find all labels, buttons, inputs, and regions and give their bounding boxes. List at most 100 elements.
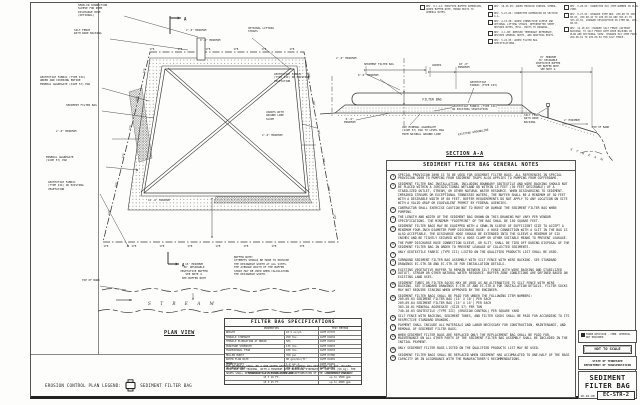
label-buffer-note: BUFFER NOTE: ATTEMPTS SHOULD BE MADE TO …: [234, 255, 290, 276]
note-text: WHEN SEDIMENT FILTER BAGS ARE REPLACED O…: [397, 332, 568, 345]
drawing-title-line1: SEDIMENT: [589, 374, 626, 382]
leader-lines: [99, 15, 318, 291]
note-number-badge: 12: [390, 315, 397, 322]
revision-entry: REV. 2-28-01: CORRECTED PAY ITEM NUMBER …: [564, 5, 638, 11]
fence-label: SFB: [206, 47, 211, 51]
fence-label: SFB: [135, 96, 140, 102]
sheet-margin-line: [98, 3, 99, 354]
spec-table-row: WEIGHT 10.5 oz/yd. ASTM D3776: [225, 331, 361, 336]
label-buffer-dim: 15' MINIMUM 30' DESIRABLE VEGETATIVE BUF…: [180, 262, 208, 280]
label-sec-geotextile-veg-right: GEOTEXTILE FABRIC (TYPE III) OR EXISTING…: [452, 104, 498, 112]
fence-label: SFB: [327, 186, 332, 192]
spec-dims-header-right: MAXIMUM FLOW RATE: [327, 371, 353, 375]
note-text: SEDIMENT TUBES OR FILTER SOCKS MAY BE US…: [397, 280, 568, 293]
spec-dims-row: 15 X 15 FT. up to 2000 gpm: [225, 380, 361, 385]
spec-value: 10.5 oz/yd.: [285, 331, 319, 335]
label-sec-geotextile-fabric: GEOTEXTILE FABRIC (TYPE III): [470, 80, 498, 88]
general-notes-title: SEDIMENT FILTER BAG GENERAL NOTES: [387, 161, 575, 171]
agency-box: STATE OF TENNESSEE DEPARTMENT OF TRANSPO…: [578, 356, 637, 370]
general-note-item: 1 SPECIAL PROVISION 209B IS TO BE USED F…: [390, 172, 571, 182]
note-number-badge: 2: [390, 182, 397, 189]
leader-dot: [127, 245, 129, 247]
note-text: THE LENGTH AND WIDTH OF THE SEDIMENT BAG…: [397, 215, 551, 223]
revision-entry: REV. 8-1-12: MODIFIED BUFFER DIMENSION, …: [420, 5, 484, 14]
ground-left: [319, 112, 336, 115]
note-number-badge: 7: [390, 251, 397, 258]
label-geotextile-pad: GEOTEXTILE FABRIC (TYPE III) UNDER AND C…: [40, 75, 91, 86]
note-number-badge: 8: [390, 259, 397, 266]
spec-test-method: ASTM D4491: [320, 358, 336, 362]
title-block-bottom-row: 10-26-00 EC-STR-2: [578, 390, 637, 401]
revision-entry: REV. 9-27-01: CHANGED ITEM NOS. 209-08 T…: [564, 13, 638, 25]
revision-text: REV. 5-27-04: CORRECTED DIMENSION IN SEC…: [494, 11, 558, 18]
drawing-title-line2: FILTER BAG: [584, 382, 631, 391]
fence-label: SFB: [300, 244, 305, 248]
label-sec-dim-10ft: 10'-0" MINIMUM: [458, 62, 470, 70]
general-note-item: 4 THE LENGTH AND WIDTH OF THE SEDIMENT B…: [390, 215, 571, 224]
spec-dims-rows: 15 X 10 FT. up to 1500 gpm 15 X 15 FT. u…: [225, 376, 361, 385]
note-text: SEDIMENT FILTER BAGS MAY BE EQUIPPED WIT…: [397, 224, 568, 240]
bag-dimension: 15 X 15 FT.: [225, 380, 319, 385]
spec-dims-header: STANDARD BAG MINIMUM DIMENSIONS MAXIMUM …: [225, 371, 361, 377]
fence-label: SFB: [114, 182, 119, 188]
revision-checkbox-icon: [488, 12, 493, 17]
revision-text: REV. 12-18-02: CHANGED SILT FENCE (WITHO…: [570, 27, 637, 39]
legend-prefix: EROSION CONTROL PLAN LEGEND:: [45, 382, 122, 388]
general-note-item: 7 ONLY GEOTEXTILE FABRIC (TYPE III) LIST…: [390, 250, 571, 258]
slope-ticks: [337, 115, 596, 136]
filter-bag-spec-table: FILTER BAG SPECIFICATIONS PROPERTIES TES…: [224, 318, 362, 386]
general-note-item: 5 SEDIMENT FILTER BAGS MAY BE EQUIPPED W…: [390, 225, 571, 240]
note-text: SPECIAL PROVISION 209B IS TO BE USED FOR…: [397, 172, 562, 181]
revision-entry: REV. 4-1-08: REMOVED TEMPORARY REFERENCE…: [488, 31, 560, 37]
revision-text: REV. 4-1-08: REMOVED TEMPORARY REFERENCE…: [494, 30, 555, 37]
label-sec-dim-2ft: 2'-0" MINIMUM: [336, 57, 357, 60]
note-number-badge: 10: [390, 281, 397, 288]
max-flow-rate: up to 1500 gpm: [329, 376, 351, 380]
revision-checkbox-icon: [564, 27, 569, 32]
spec-table-row: TENSILE STRENGTH 250 lbs. ASTM D4632: [225, 335, 361, 341]
general-note-item: 8 SURROUND SEDIMENT FILTER BAG ASSEMBLY …: [390, 259, 571, 267]
fence-label: SFB: [160, 244, 165, 248]
note-number-badge: 6: [390, 242, 397, 249]
fence-label: SFB: [150, 47, 155, 51]
spec-value: 1.2 sec-1: [285, 362, 319, 367]
label-sec-varies: VARIES: [432, 64, 442, 67]
note-text: ONLY GEOTEXTILE FABRIC (TYPE III) LISTED…: [397, 250, 559, 255]
section-cut-bottom: [167, 252, 179, 264]
general-note-item: 16 SEDIMENT FILTER BAGS SHALL BE REPLACE…: [390, 354, 571, 362]
stream-label: S T R E A M: [148, 301, 218, 306]
general-note-item: 2 SEDIMENT FILTER BAG INSTALLATION, INCL…: [390, 182, 571, 206]
spec-test-method: ASTM D4833: [320, 344, 336, 348]
spec-property: PERMITTIVITY: [225, 362, 285, 367]
label-dim-2ft-top: 2'-0" MINIMUM: [186, 29, 207, 32]
stream-curve: [579, 151, 603, 155]
spec-table-row: UV RESISTANCE 70% @ 500 hrs. ASTM D4355: [225, 367, 361, 372]
spec-dims-row: 15 X 10 FT. up to 1500 gpm: [225, 376, 361, 381]
revision-entry: REV. 12-18-02: CHANGED SILT FENCE (WITHO…: [564, 27, 638, 39]
note-number-badge: 5: [390, 225, 397, 232]
note-text: SEDIMENT FILTER BAGS SHALL BE PAID FOR U…: [397, 293, 533, 313]
fence-label: SFB: [307, 72, 312, 78]
fence-label: SFB: [216, 244, 221, 248]
bank-curve: [596, 132, 614, 162]
spec-property: TRAPEZOIDAL TEAR: [225, 349, 285, 353]
revision-text: REV. 9-27-01: CHANGED ITEM NOS. 209-08 T…: [570, 13, 638, 25]
spec-dims-header-left: STANDARD BAG MINIMUM DIMENSIONS: [225, 371, 319, 376]
fence-label: SFB: [132, 244, 137, 248]
label-dim-2ft-left: 2'-0" MINIMUM: [56, 130, 77, 133]
geotextile-hatch-bottom: [213, 196, 313, 204]
agency-state: STATE OF TENNESSEE: [592, 358, 623, 363]
general-note-item: 14 WHEN SEDIMENT FILTER BAGS ARE REPLACE…: [390, 332, 571, 345]
plan-view-title: PLAN VIEW: [164, 330, 195, 336]
fence-label: SFB: [317, 129, 322, 135]
label-sec-buffer-dim: 15' MINIMUM 30' DESIRABLE VEGETATIVE BUF…: [535, 56, 561, 71]
revision-entry: REV. 10-26-09: ADDED EROSION CONTROL SYM…: [488, 5, 560, 10]
general-note-item: 9 EXISTING VEGETATIVE BUFFER TO REMAIN B…: [390, 268, 571, 280]
bag-diagonal-straps: [140, 67, 310, 194]
not-to-scale-box: NOT TO SCALE: [583, 345, 632, 354]
fence-label: SFB: [121, 153, 126, 159]
spec-test-method: ASTM D4632: [320, 335, 336, 339]
stream-bank-lower: [97, 309, 336, 313]
geotextile-hatch-left: [128, 87, 153, 163]
spec-value: 80 gal/min/ft²: [285, 358, 319, 362]
